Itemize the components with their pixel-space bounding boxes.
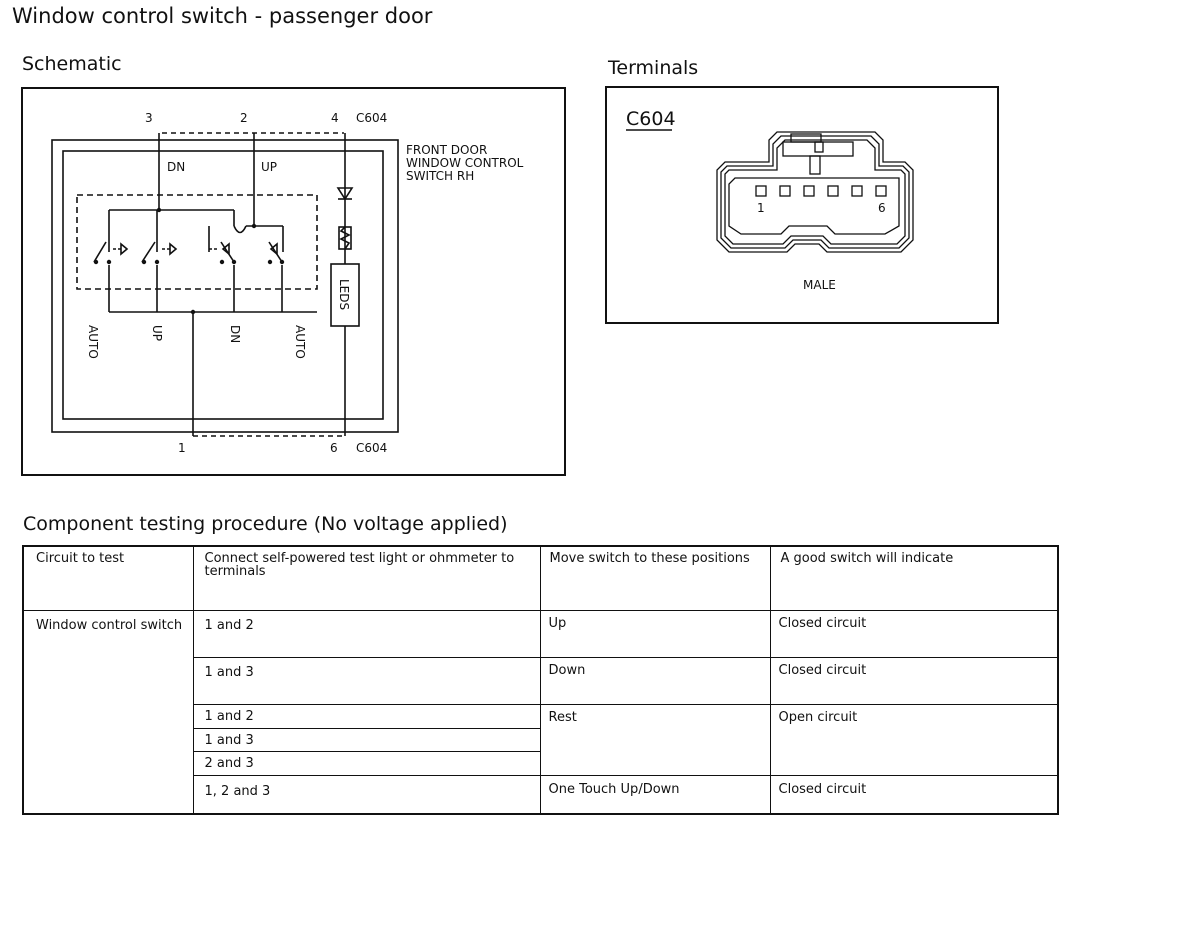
schematic-diagram: 3 2 4 C604 1 6 C604 FRONT DOOR WINDOW CO… xyxy=(51,111,524,455)
auto-label-right: AUTO xyxy=(293,325,307,359)
connector-label-top: C604 xyxy=(356,111,387,125)
result-cell: Open circuit xyxy=(769,703,1059,776)
table-row: 1 and 2 Rest Open circuit xyxy=(23,703,1059,776)
connector-id: C604 xyxy=(626,108,676,130)
terminals-panel: C604 1 6 MALE xyxy=(605,86,999,324)
terminals-cell: 1, 2 and 3 xyxy=(192,774,541,815)
table-row: 1, 2 and 3 One Touch Up/Down Closed circ… xyxy=(23,774,1059,815)
table-row: Window control switch 1 and 2 Up Closed … xyxy=(22,609,1059,815)
terminals-cell: 1 and 3 xyxy=(192,656,541,705)
switch-group-outline xyxy=(76,194,318,290)
auto-label-left: AUTO xyxy=(86,325,100,359)
testing-heading: Component testing procedure (No voltage … xyxy=(23,513,508,535)
result-cell: Closed circuit xyxy=(769,774,1059,815)
connector-label-bottom: C604 xyxy=(356,441,387,455)
header-terminals: Connect self-powered test light or ohmme… xyxy=(192,545,541,611)
switch-housing-inner xyxy=(62,150,384,420)
terminals-cell: 2 and 3 xyxy=(192,750,541,776)
header-positions: Move switch to these positions xyxy=(539,545,771,611)
testing-table: Circuit to test Connect self-powered tes… xyxy=(22,545,1059,815)
header-indication: A good switch will indicate xyxy=(769,545,1059,611)
terminals-cell: 1 and 2 xyxy=(192,609,541,658)
pin-label-1: 1 xyxy=(178,441,186,455)
pin-1-label: 1 xyxy=(757,201,765,215)
position-cell: Up xyxy=(539,609,771,658)
terminals-cell: 1 and 2 xyxy=(192,703,541,729)
table-row: 1 and 3 xyxy=(23,727,1058,752)
terminals-heading: Terminals xyxy=(608,57,699,79)
switch-housing-outer xyxy=(51,139,399,433)
switch-name-line-1: FRONT DOOR xyxy=(406,143,487,157)
switch-name-line-2: WINDOW CONTROL xyxy=(406,156,524,170)
page-title: Window control switch - passenger door xyxy=(12,4,433,28)
leds-block xyxy=(330,263,360,327)
schematic-heading: Schematic xyxy=(22,53,122,75)
connector-face-diagram: C604 1 6 MALE xyxy=(626,108,914,292)
position-cell: Rest xyxy=(539,703,771,776)
table-header-row: Circuit to test Connect self-powered tes… xyxy=(22,545,1059,611)
dn-label: DN xyxy=(167,160,185,174)
table-row: 1 and 3 Down Closed circuit xyxy=(23,656,1059,705)
table-row: 2 and 3 xyxy=(23,750,1058,776)
pin-6-label: 6 xyxy=(878,201,886,215)
up-label-bottom: UP xyxy=(150,325,164,341)
result-cell: Closed circuit xyxy=(769,609,1059,658)
pin-label-6: 6 xyxy=(330,441,338,455)
leds-label: LEDS xyxy=(337,279,351,310)
connector-housing xyxy=(716,131,914,253)
schematic-panel: 3 2 4 C604 1 6 C604 FRONT DOOR WINDOW CO… xyxy=(21,87,566,476)
up-label: UP xyxy=(261,160,277,174)
terminals-cell: 1 and 3 xyxy=(192,727,541,752)
pin-label-2: 2 xyxy=(240,111,248,125)
connector-pins xyxy=(755,185,887,197)
header-circuit: Circuit to test xyxy=(22,545,194,611)
result-cell: Closed circuit xyxy=(769,656,1059,705)
position-cell: One Touch Up/Down xyxy=(539,774,771,815)
dn-label-bottom: DN xyxy=(228,325,242,343)
position-cell: Down xyxy=(539,656,771,705)
pin-label-4: 4 xyxy=(331,111,339,125)
gender-label: MALE xyxy=(803,278,836,292)
switch-name-line-3: SWITCH RH xyxy=(406,169,474,183)
circuit-cell: Window control switch xyxy=(22,609,194,815)
diode-symbol xyxy=(336,187,354,201)
pin-label-3: 3 xyxy=(145,111,153,125)
